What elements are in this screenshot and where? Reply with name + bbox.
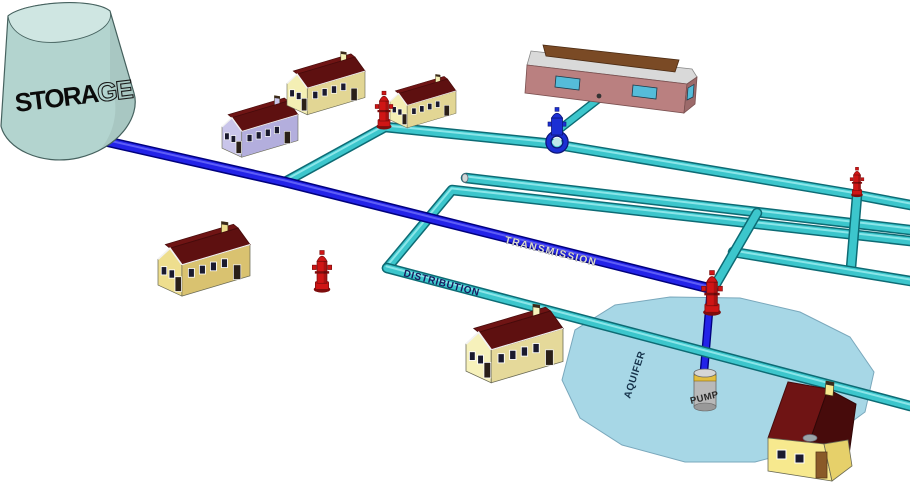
- building-window: [554, 75, 581, 91]
- fire-hydrant-left: [312, 250, 332, 293]
- distribution-label: DISTRIBUTION: [402, 268, 481, 299]
- building-window: [686, 83, 695, 101]
- house-window: [794, 453, 805, 464]
- blue-hydrant-valve: [545, 107, 569, 154]
- commercial-building: [524, 44, 698, 137]
- house-window: [776, 449, 787, 460]
- storage-tank: STORAGE: [0, 2, 136, 161]
- house-yellow-north-2: [389, 73, 457, 129]
- house-lavender: [221, 94, 299, 158]
- pipe-distribution: [381, 262, 910, 412]
- fire-hydrant-northeast: [850, 167, 864, 198]
- well-cap: [802, 434, 818, 442]
- house-yellow-west: [157, 220, 251, 297]
- well-pump: [693, 368, 717, 412]
- pipe-center-cross: [707, 207, 763, 295]
- houses-foreground: [465, 303, 564, 384]
- pipe-southeast-rail: [727, 246, 910, 287]
- house-yellow-center: [465, 303, 564, 384]
- house-yellow-north-1: [286, 50, 366, 116]
- building-window: [631, 84, 658, 100]
- pipe-transmission: [94, 134, 718, 295]
- house-door: [815, 451, 828, 479]
- fire-hydrant-top-corner: [375, 91, 393, 130]
- pipe-east-cross: [845, 190, 863, 274]
- building-roof: [542, 44, 680, 73]
- building-pipe-inlet: [596, 93, 602, 99]
- pipe-loop-north-rail: [460, 172, 910, 236]
- pipe-end-cap: [461, 173, 469, 183]
- house-yellow-southeast: [767, 380, 857, 482]
